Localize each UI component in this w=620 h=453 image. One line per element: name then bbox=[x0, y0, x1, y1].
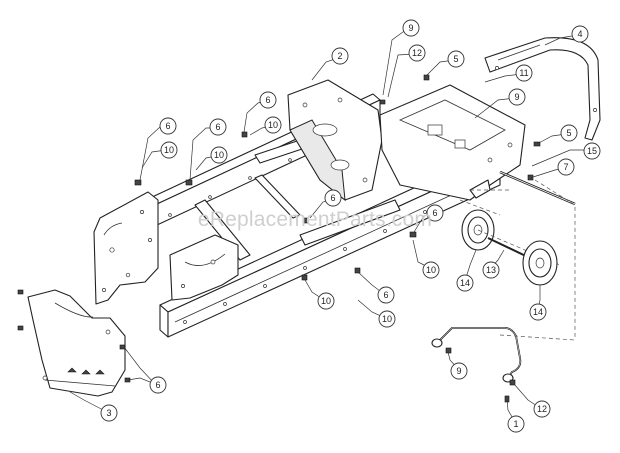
callout-label: 5 bbox=[453, 54, 458, 64]
callout-5-right[interactable]: 5 bbox=[560, 124, 578, 142]
callout-label: 11 bbox=[519, 68, 528, 78]
callout-label: 12 bbox=[412, 48, 422, 58]
front-wheel-right bbox=[522, 240, 558, 286]
callout-label: 6 bbox=[165, 121, 170, 131]
callout-label: 6 bbox=[383, 290, 388, 300]
front-left-plate bbox=[93, 191, 159, 305]
callout-label: 9 bbox=[456, 366, 461, 376]
callout-4[interactable]: 4 bbox=[571, 25, 589, 43]
callout-15[interactable]: 15 bbox=[583, 142, 601, 160]
callout-label: 7 bbox=[563, 162, 568, 172]
callout-9-top[interactable]: 9 bbox=[508, 88, 526, 106]
callout-label: 10 bbox=[382, 314, 392, 324]
callout-13[interactable]: 13 bbox=[482, 261, 500, 279]
callout-10-ul[interactable]: 10 bbox=[160, 141, 178, 159]
callout-10-bottom[interactable]: 10 bbox=[378, 310, 396, 328]
callout-label: 4 bbox=[577, 29, 582, 39]
callout-label: 9 bbox=[408, 23, 413, 33]
callout-label: 15 bbox=[587, 146, 597, 156]
rear-bumper bbox=[484, 37, 601, 141]
callout-label: 6 bbox=[432, 208, 437, 218]
callout-6-lower[interactable]: 6 bbox=[377, 286, 395, 304]
callout-6-u3[interactable]: 6 bbox=[259, 91, 277, 109]
callout-6-u2[interactable]: 6 bbox=[209, 118, 227, 136]
link-rod bbox=[431, 327, 522, 383]
front-right-plate bbox=[169, 234, 239, 301]
callout-label: 6 bbox=[155, 380, 160, 390]
alignment-guides bbox=[459, 179, 576, 341]
callout-7[interactable]: 7 bbox=[557, 158, 575, 176]
callout-12-top[interactable]: 12 bbox=[408, 44, 426, 62]
callout-1[interactable]: 1 bbox=[507, 415, 525, 433]
callout-9-bottom[interactable]: 9 bbox=[450, 362, 468, 380]
callout-label: 2 bbox=[337, 51, 342, 61]
callout-label: 12 bbox=[537, 404, 547, 414]
callout-label: 13 bbox=[486, 265, 496, 275]
callout-10-lower[interactable]: 10 bbox=[317, 292, 335, 310]
callout-6-mid[interactable]: 6 bbox=[324, 189, 342, 207]
callout-label: 10 bbox=[268, 120, 278, 130]
rear-housing bbox=[379, 84, 526, 201]
callout-11[interactable]: 11 bbox=[515, 64, 533, 82]
chassis-housing bbox=[287, 79, 383, 202]
callout-label: 10 bbox=[321, 296, 331, 306]
callout-6-skid[interactable]: 6 bbox=[149, 376, 167, 394]
callout-label: 10 bbox=[426, 265, 436, 275]
callout-label: 14 bbox=[533, 307, 543, 317]
hardware bbox=[17, 74, 541, 403]
callout-10-right[interactable]: 10 bbox=[422, 261, 440, 279]
callout-8[interactable]: 9 bbox=[402, 19, 420, 37]
callout-14-left[interactable]: 14 bbox=[456, 274, 474, 292]
wheel-shaft bbox=[477, 229, 561, 266]
callout-label: 5 bbox=[566, 128, 571, 138]
callout-3[interactable]: 3 bbox=[100, 404, 118, 422]
callout-label: 1 bbox=[513, 419, 518, 429]
callout-10-u3[interactable]: 10 bbox=[264, 116, 282, 134]
callout-label: 9 bbox=[514, 92, 519, 102]
axle-rod bbox=[470, 170, 576, 206]
callout-6-right[interactable]: 6 bbox=[426, 204, 444, 222]
callout-10-u2[interactable]: 10 bbox=[210, 146, 228, 164]
callout-6-ul[interactable]: 6 bbox=[159, 117, 177, 135]
callout-label: 14 bbox=[460, 278, 470, 288]
callout-12-bottom[interactable]: 12 bbox=[533, 400, 551, 418]
callout-label: 6 bbox=[330, 193, 335, 203]
callout-label: 6 bbox=[265, 95, 270, 105]
callout-2[interactable]: 2 bbox=[331, 47, 349, 65]
callout-label: 10 bbox=[214, 150, 224, 160]
callout-label: 10 bbox=[164, 145, 174, 155]
callout-label: 6 bbox=[215, 122, 220, 132]
callout-14-right[interactable]: 14 bbox=[529, 303, 547, 321]
callout-5-top[interactable]: 5 bbox=[447, 50, 465, 68]
callout-label: 3 bbox=[106, 408, 111, 418]
skid-plate bbox=[27, 289, 126, 397]
